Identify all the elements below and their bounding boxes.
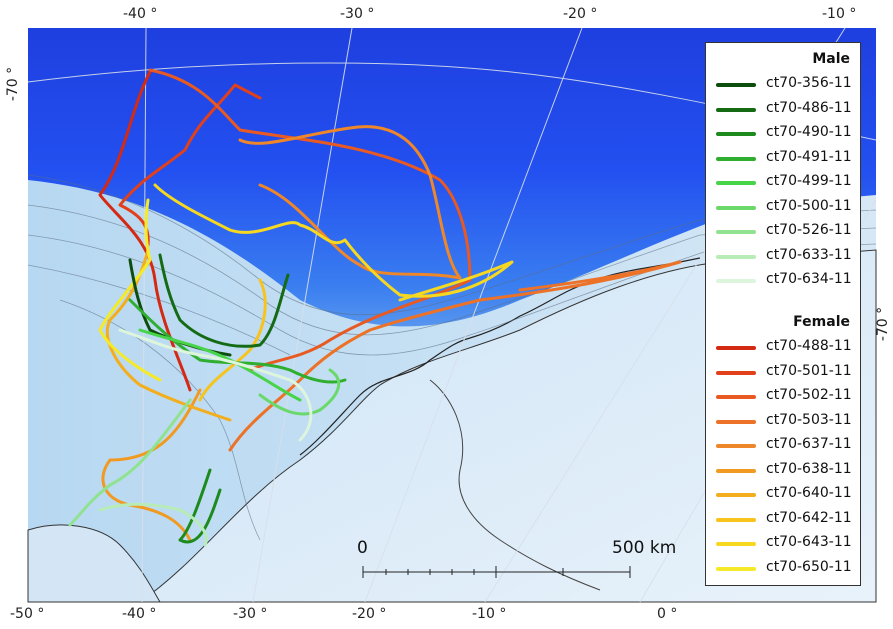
legend-item-ct70-526-11: ct70-526-11 [716, 222, 856, 240]
legend-label: ct70-488-11 [766, 338, 852, 354]
track-ct70-502-11 [148, 68, 472, 372]
track-ct70-503-11 [228, 260, 682, 452]
legend-item-ct70-502-11: ct70-502-11 [716, 387, 856, 405]
legend-swatch [716, 346, 756, 350]
bottom-tick-3: -30 ° [233, 606, 268, 622]
legend-male-title: Male [812, 51, 850, 67]
legend-label: ct70-486-11 [766, 99, 852, 116]
legend-item-ct70-486-11: ct70-486-11 [716, 100, 856, 118]
top-tick-1: -40 ° [123, 6, 158, 22]
legend-item-ct70-650-11: ct70-650-11 [716, 559, 856, 577]
legend-item-ct70-491-11: ct70-491-11 [716, 149, 856, 167]
track-ct70-633-11 [98, 502, 208, 547]
scale-bar [362, 566, 631, 578]
legend-item-ct70-501-11: ct70-501-11 [716, 363, 856, 381]
legend-swatch [716, 107, 756, 112]
legend-item-ct70-500-11: ct70-500-11 [716, 198, 856, 216]
legend-swatch [716, 156, 756, 161]
legend-label: ct70-638-11 [766, 460, 852, 477]
legend-label: ct70-634-11 [766, 271, 852, 287]
legend-item-ct70-503-11: ct70-503-11 [716, 412, 856, 430]
bottom-tick-4: -20 ° [352, 606, 387, 622]
bottom-tick-2: -40 ° [122, 606, 157, 622]
legend-swatch [716, 230, 756, 234]
left-lat-tick: -70 ° [5, 66, 22, 102]
top-tick-3: -20 ° [563, 6, 598, 22]
legend-label: ct70-490-11 [766, 124, 852, 140]
legend-swatch [716, 493, 756, 497]
legend-swatch [716, 132, 756, 136]
scale-start-label: 0 [357, 538, 368, 558]
legend-item-ct70-490-11: ct70-490-11 [716, 124, 856, 142]
male-tracks [68, 253, 347, 547]
legend-swatch [716, 279, 756, 283]
legend-item-ct70-640-11: ct70-640-11 [716, 485, 856, 503]
track-ct70-501-11 [118, 83, 262, 247]
scale-end-label: 500 km [612, 538, 677, 558]
legend-label: ct70-640-11 [766, 485, 852, 501]
legend-swatch [716, 517, 756, 522]
legend-label: ct70-499-11 [766, 173, 852, 189]
track-ct70-500-11 [258, 368, 341, 416]
legend-label: ct70-503-11 [766, 411, 852, 428]
legend-swatch [716, 444, 756, 448]
legend-label: ct70-502-11 [766, 387, 852, 403]
legend-label: ct70-633-11 [766, 246, 852, 263]
legend-swatch [716, 370, 756, 375]
legend-swatch [716, 181, 756, 185]
legend-label: ct70-356-11 [766, 75, 852, 91]
track-ct70-526-11 [68, 398, 192, 527]
legend-swatch [716, 468, 756, 473]
bottom-left-land [27, 524, 161, 603]
legend-item-ct70-488-11: ct70-488-11 [716, 338, 856, 356]
legend-label: ct70-642-11 [766, 509, 852, 526]
bottom-tick-1: -50 ° [10, 606, 45, 622]
legend-label: ct70-500-11 [766, 197, 852, 214]
track-ct70-638-11 [101, 388, 202, 542]
bottom-tick-6: 0 ° [657, 606, 678, 622]
legend-item-ct70-638-11: ct70-638-11 [716, 461, 856, 479]
track-ct70-643-11 [153, 183, 514, 302]
legend-label: ct70-650-11 [766, 558, 852, 575]
legend-item-ct70-642-11: ct70-642-11 [716, 510, 856, 528]
legend-label: ct70-643-11 [766, 534, 852, 550]
legend-swatch [716, 83, 756, 87]
legend-label: ct70-491-11 [766, 148, 852, 165]
top-tick-4: -10 ° [822, 6, 857, 22]
legend-item-ct70-499-11: ct70-499-11 [716, 173, 856, 191]
legend-swatch [716, 419, 756, 424]
inland-coast [429, 379, 601, 591]
legend-swatch [716, 395, 756, 399]
legend-label: ct70-526-11 [766, 222, 852, 238]
legend-item-ct70-643-11: ct70-643-11 [716, 534, 856, 552]
legend-item-ct70-637-11: ct70-637-11 [716, 436, 856, 454]
track-ct70-490-11 [178, 468, 222, 544]
legend-item-ct70-633-11: ct70-633-11 [716, 247, 856, 265]
legend-item-ct70-356-11: ct70-356-11 [716, 75, 856, 93]
track-ct70-637-11 [238, 125, 462, 280]
track-ct70-642-11 [198, 278, 267, 402]
legend-swatch [716, 566, 756, 571]
legend-swatch [716, 542, 756, 546]
bottom-tick-5: -10 ° [472, 606, 507, 622]
right-lat-tick: -70 ° [875, 306, 892, 342]
track-ct70-486-11 [158, 253, 290, 348]
legend-female-title: Female [793, 314, 850, 330]
top-tick-2: -30 ° [340, 6, 375, 22]
track-ct70-634-11 [118, 328, 313, 442]
legend-swatch [716, 205, 756, 210]
legend-label: ct70-637-11 [766, 436, 852, 452]
legend-label: ct70-501-11 [766, 362, 852, 379]
track-ct70-650-11 [98, 198, 162, 382]
legend-swatch [716, 254, 756, 259]
legend: Male ct70-356-11 ct70-486-11 ct70-490-11 ct… [705, 42, 861, 586]
legend-item-ct70-634-11: ct70-634-11 [716, 271, 856, 289]
